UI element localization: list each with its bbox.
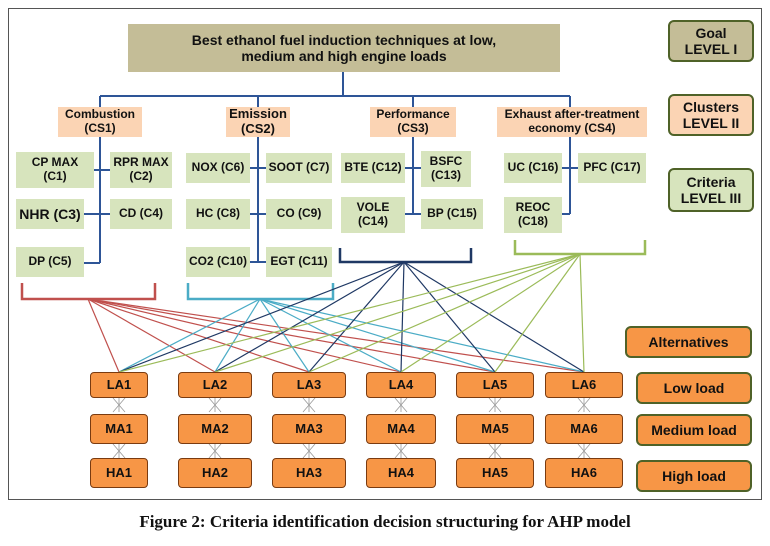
cluster-combustion: Combustion (CS1) [58,107,142,137]
alternative-la2: LA2 [178,372,252,398]
alternative-ma1: MA1 [90,414,148,444]
cs3-bracket [338,248,473,264]
alternative-la3: LA3 [272,372,346,398]
cs1-links [87,298,585,373]
criterion-c16: UC (C16) [504,153,562,183]
alternative-la1: LA1 [90,372,148,398]
alternative-ha1: HA1 [90,458,148,488]
level-high-load-label: High load [636,460,752,492]
criterion-c12: BTE (C12) [341,153,405,183]
criterion-c4: CD (C4) [110,199,172,229]
level-medium-load-label: Medium load [636,414,752,446]
criterion-c2: RPR MAX (C2) [110,152,172,188]
cluster-performance: Performance (CS3) [370,107,456,137]
alternative-ma5: MA5 [456,414,534,444]
criterion-c1: CP MAX (C1) [16,152,94,188]
alternative-ma3: MA3 [272,414,346,444]
alternative-la4: LA4 [366,372,436,398]
cs1-bracket [20,283,157,301]
cluster-emission: Emission (CS2) [226,106,290,137]
criterion-c6: NOX (C6) [186,153,250,183]
level-low-load-label: Low load [636,372,752,404]
cluster-exhaust-after-treatment: Exhaust after-treatment economy (CS4) [497,107,647,137]
figure-caption: Figure 2: Criteria identification decisi… [139,512,631,531]
cs4-bracket [513,240,647,256]
criterion-c7: SOOT (C7) [266,153,332,183]
criterion-c10: CO2 (C10) [186,247,250,277]
criterion-c9: CO (C9) [266,199,332,229]
goal-cluster-tree [99,72,571,107]
criterion-c13: BSFC (C13) [421,151,471,187]
cs4-links [118,253,585,373]
criterion-c3: NHR (C3) [16,199,84,229]
diagram-frame [8,8,762,500]
criterion-c8: HC (C8) [186,199,250,229]
alternative-la5: LA5 [456,372,534,398]
level-clusters-label: Clusters LEVEL II [668,94,754,136]
alternative-ha2: HA2 [178,458,252,488]
alternative-ha3: HA3 [272,458,346,488]
cluster-criteria-lines [84,137,578,264]
alternative-ma2: MA2 [178,414,252,444]
cs2-links [118,298,585,373]
alternative-la6: LA6 [545,372,623,398]
alternative-ma6: MA6 [545,414,623,444]
level-criteria-label: Criteria LEVEL III [668,168,754,212]
alternative-ma4: MA4 [366,414,436,444]
cs3-links [118,261,585,373]
alternative-ha5: HA5 [456,458,534,488]
level-goal-label: Goal LEVEL I [668,20,754,62]
criterion-c5: DP (C5) [16,247,84,277]
cs2-bracket [186,283,335,301]
criterion-c18: REOC (C18) [504,197,562,233]
criterion-c15: BP (C15) [421,199,483,229]
criterion-c17: PFC (C17) [578,153,646,183]
alternative-ha6: HA6 [545,458,623,488]
alternative-ha4: HA4 [366,458,436,488]
criterion-c14: VOLE (C14) [341,197,405,233]
goal-box: Best ethanol fuel induction techniques a… [128,24,560,72]
load-level-links [112,397,591,459]
criterion-c11: EGT (C11) [266,247,332,277]
level-alternatives-label: Alternatives [625,326,752,358]
